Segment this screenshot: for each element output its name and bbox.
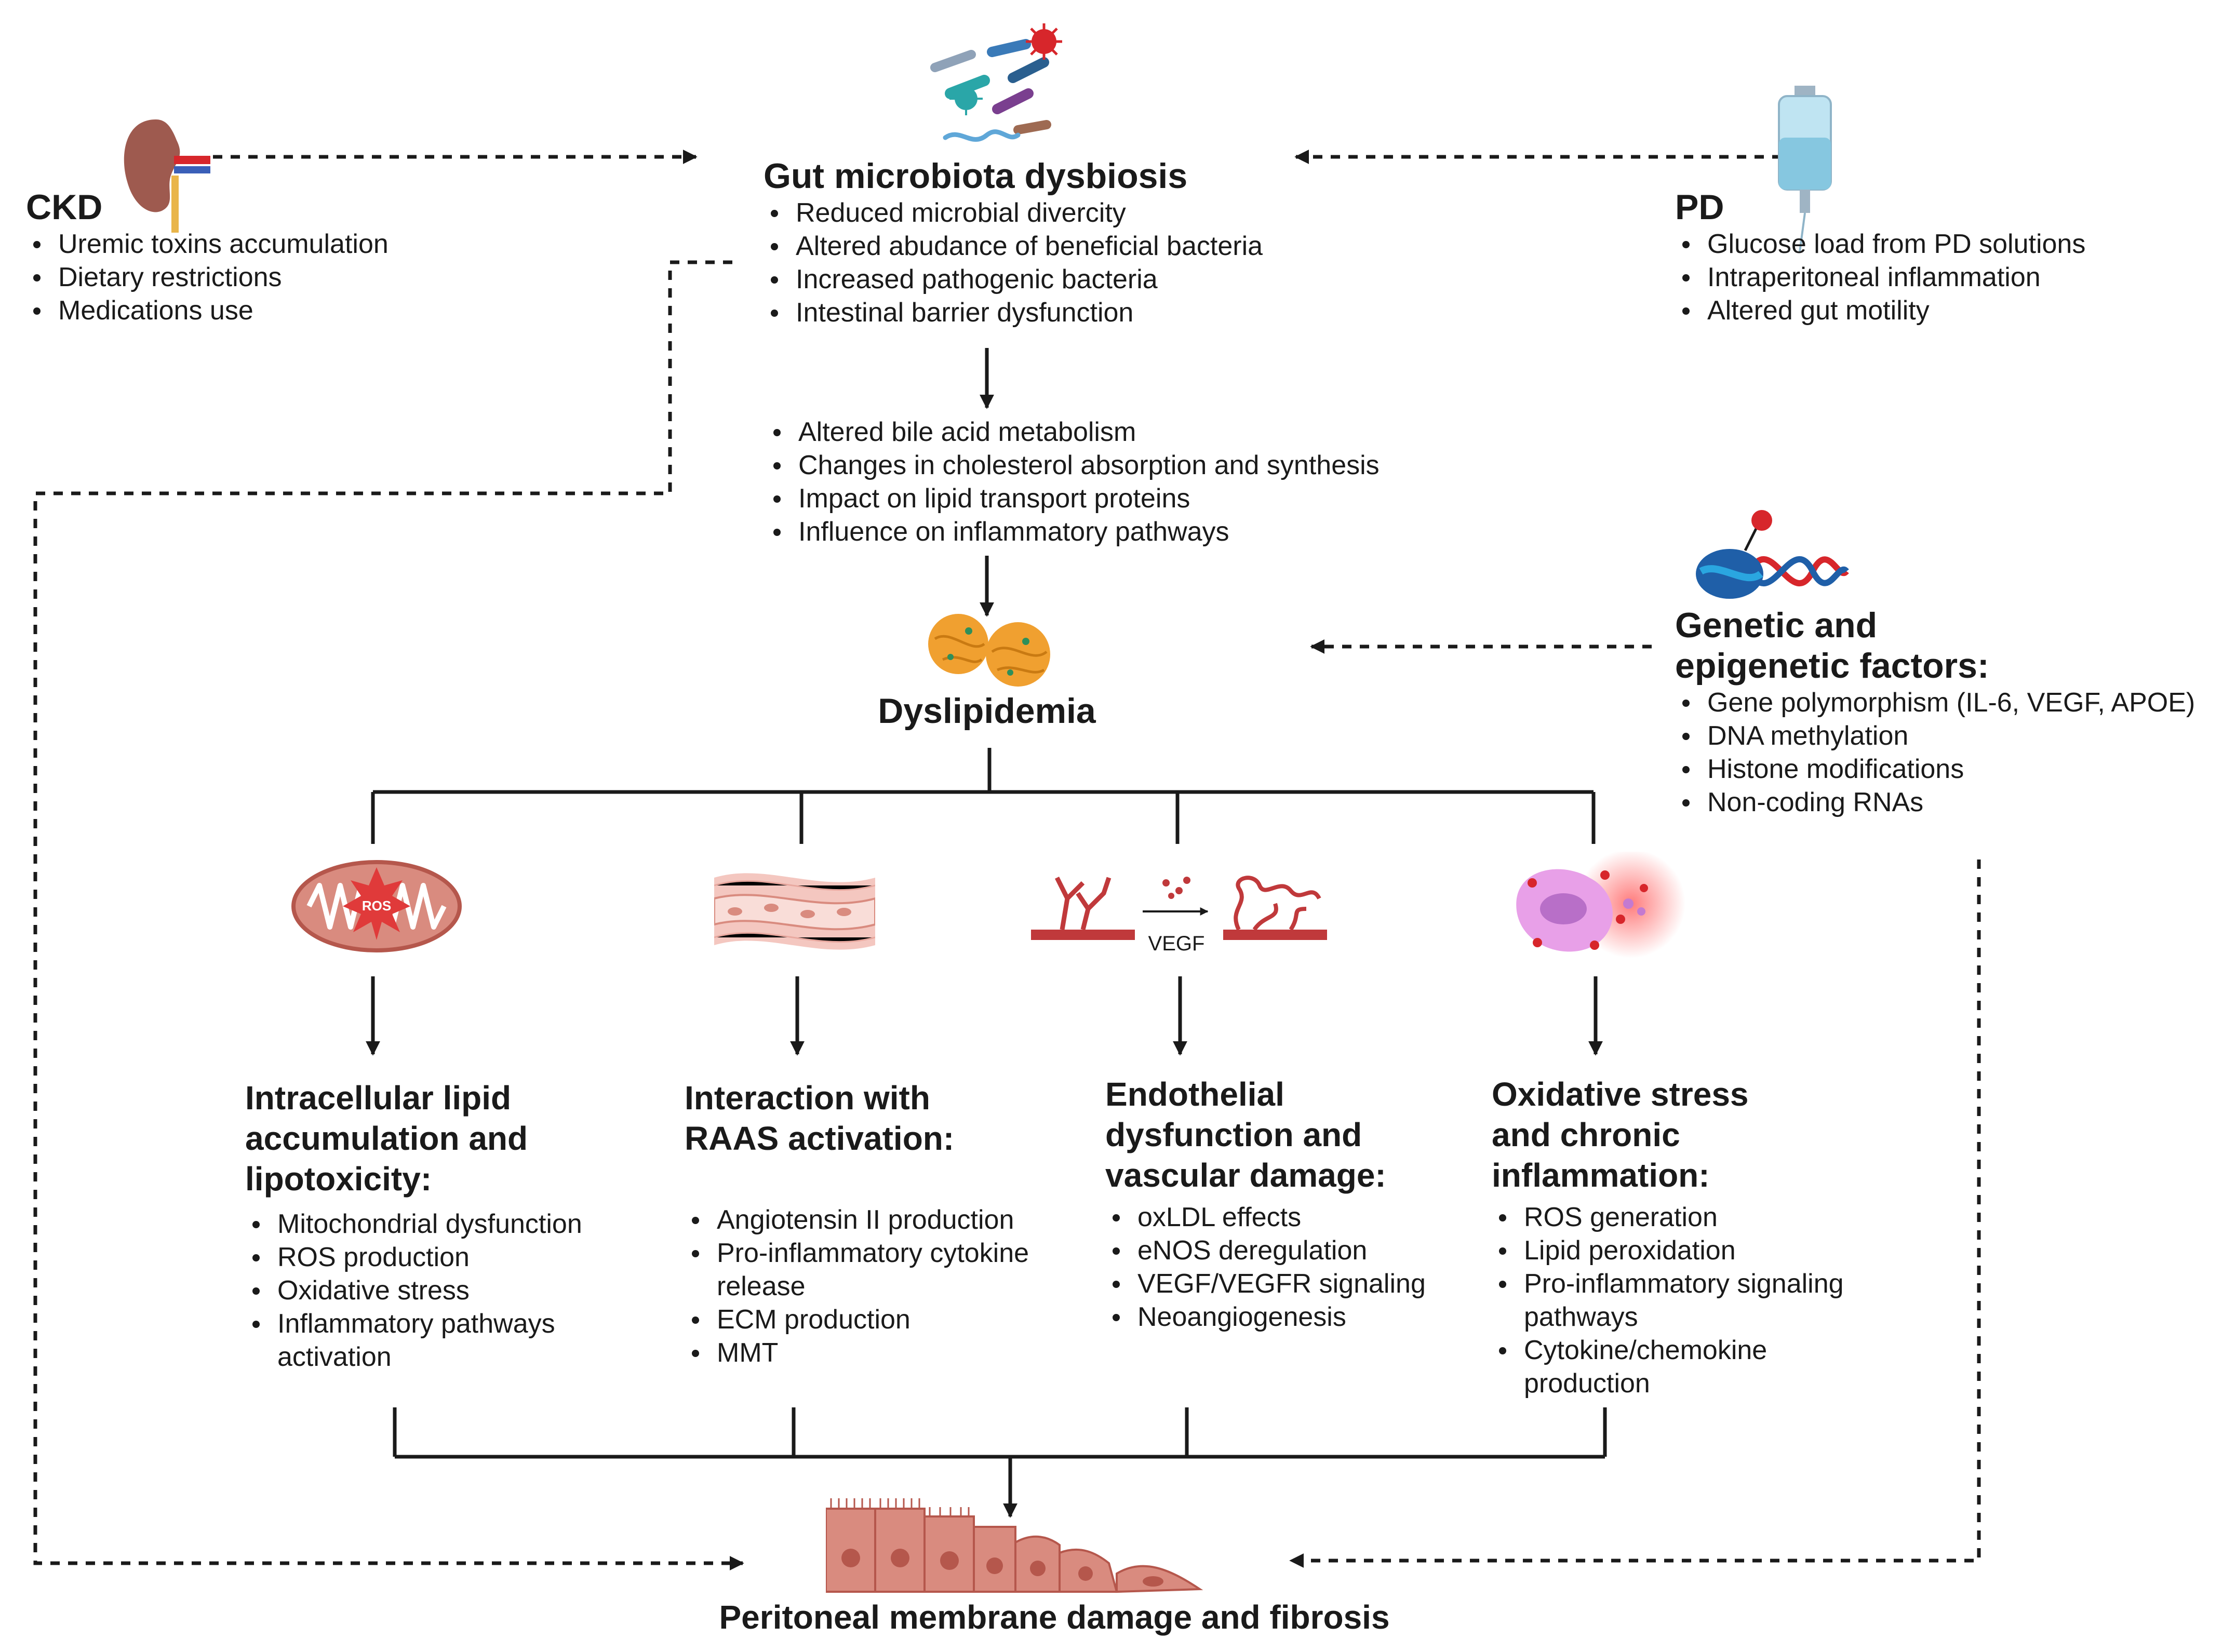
genetic-section: Genetic and epigenetic factors: Gene pol… <box>1675 605 2195 819</box>
bacteria-icon <box>930 23 1062 142</box>
dyslipidemia-section: Dyslipidemia <box>779 691 1195 731</box>
bullet-item: oxLDL effects <box>1105 1201 1500 1234</box>
dna-icon <box>1696 510 1849 599</box>
bullet-item: Altered abudance of beneficial bacteria <box>764 230 1263 263</box>
outcome-title: Peritoneal membrane damage and fibrosis <box>719 1599 1390 1636</box>
bullet-item: Inflammatory pathways activation <box>245 1307 640 1374</box>
bullet-item: Medications use <box>26 294 389 327</box>
column-title-line: Interaction with <box>685 1079 930 1117</box>
genetic-bullet-list: Gene polymorphism (IL-6, VEGF, APOE)DNA … <box>1675 686 2195 819</box>
bullet-item: Influence on inflammatory pathways <box>766 515 1380 548</box>
ckd-title: CKD <box>26 187 103 227</box>
bullet-item: Lipid peroxidation <box>1492 1234 1886 1267</box>
bullet-item: eNOS deregulation <box>1105 1234 1500 1267</box>
bullet-item: Increased pathogenic bacteria <box>764 263 1263 296</box>
genetic-title-line2: epigenetic factors: <box>1675 646 1989 686</box>
column-title-line: Intracellular lipid <box>245 1079 512 1117</box>
bullet-item: VEGF/VEGFR signaling <box>1105 1267 1500 1300</box>
bullet-item: ROS generation <box>1492 1201 1886 1234</box>
bullet-item: ROS production <box>245 1241 640 1274</box>
column-title-line: dysfunction and <box>1105 1116 1362 1153</box>
bullet-item: Non-coding RNAs <box>1675 786 2195 819</box>
bullet-item: Altered gut motility <box>1675 294 2085 327</box>
bullet-item: Pro-inflammatory signaling pathways <box>1492 1267 1886 1334</box>
merge-bus <box>393 1407 1607 1459</box>
bullet-item: ECM production <box>685 1303 1100 1336</box>
bullet-item: Intraperitoneal inflammation <box>1675 261 2085 294</box>
bullet-item: Intestinal barrier dysfunction <box>764 296 1263 329</box>
column-title-line: Endothelial <box>1105 1076 1284 1113</box>
pd-title: PD <box>1675 187 1724 227</box>
tissue-section-icon <box>714 873 875 950</box>
bullet-item: Pro-inflammatory cytokine release <box>685 1237 1100 1303</box>
bullet-item: Glucose load from PD solutions <box>1675 227 2085 261</box>
outcome-section: Peritoneal membrane damage and fibrosis <box>623 1597 1485 1637</box>
angiogenesis-icon: VEGF <box>1031 876 1327 955</box>
kidney-icon <box>124 119 210 233</box>
branch-bus <box>371 748 1596 844</box>
mitochondrion-icon: ROS <box>291 860 462 952</box>
bullet-item: Changes in cholesterol absorption and sy… <box>766 449 1380 482</box>
column-title-line: vascular damage: <box>1105 1157 1386 1194</box>
bullet-item: Uremic toxins accumulation <box>26 227 389 261</box>
bullet-item: Gene polymorphism (IL-6, VEGF, APOE) <box>1675 686 2195 719</box>
epithelium-fibrosis-icon <box>826 1498 1203 1593</box>
bullet-item: MMT <box>685 1336 1100 1369</box>
column-title-line: lipotoxicity: <box>245 1160 432 1198</box>
gut-section: Gut microbiota dysbiosis Reduced microbi… <box>764 156 1263 329</box>
column-title-line: Oxidative stress <box>1492 1076 1749 1113</box>
dyslipidemia-title: Dyslipidemia <box>878 691 1096 731</box>
iv-bag-icon <box>1778 86 1832 252</box>
bullet-item: Dietary restrictions <box>26 261 389 294</box>
bullet-item: Impact on lipid transport proteins <box>766 482 1380 515</box>
bullet-item: Neoangiogenesis <box>1105 1300 1500 1334</box>
bullet-item: DNA methylation <box>1675 719 2195 753</box>
bullet-item: Histone modifications <box>1675 753 2195 786</box>
gut-title: Gut microbiota dysbiosis <box>764 156 1188 196</box>
arrow-genetic-to-fibrosis-dashed <box>1289 859 1981 1568</box>
bullet-item: Mitochondrial dysfunction <box>245 1207 640 1241</box>
bullet-item: Altered bile acid metabolism <box>766 415 1380 449</box>
column-title-line: and chronic <box>1492 1116 1680 1153</box>
bullet-item: Angiotensin II production <box>685 1203 1100 1237</box>
bullet-item: Oxidative stress <box>245 1274 640 1307</box>
ros-label: ROS <box>362 898 391 914</box>
vegf-label: VEGF <box>1148 932 1205 955</box>
bullet-item: Cytokine/chemokine production <box>1492 1334 1886 1400</box>
column-title-line: RAAS activation: <box>685 1120 955 1157</box>
lipid-droplets-icon <box>928 614 1050 687</box>
bullet-item: Reduced microbial divercity <box>764 196 1263 230</box>
column-title-line: accumulation and <box>245 1120 528 1157</box>
genetic-title-line1: Genetic and <box>1675 606 1878 645</box>
inflammation-cell-icon <box>1516 852 1685 958</box>
column-title-line: inflammation: <box>1492 1157 1710 1194</box>
